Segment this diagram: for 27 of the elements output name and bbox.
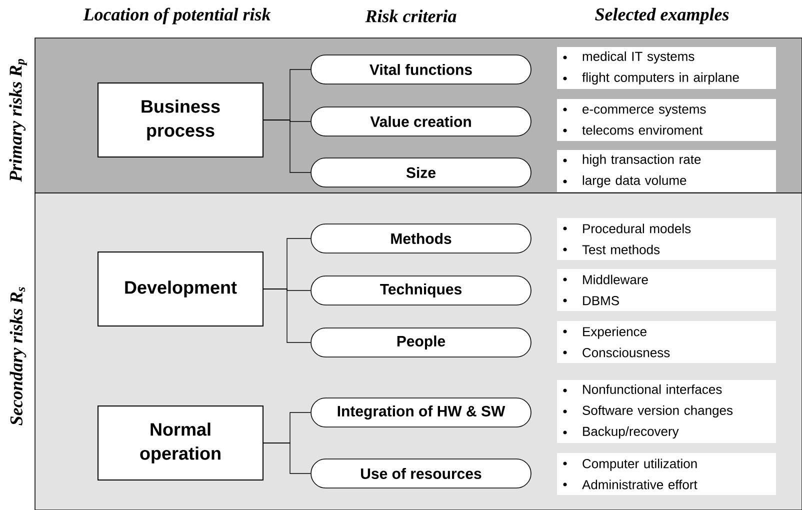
column-heading: Selected examples xyxy=(595,8,729,24)
example-list: Computer utilization Administrative effort xyxy=(557,453,776,495)
example-list: Nonfunctional interfaces Software version changes Backup/recovery xyxy=(557,380,776,443)
process-box: Development xyxy=(98,252,264,326)
criterion-pill: Techniques xyxy=(310,276,532,306)
column-heading: Risk criteria xyxy=(365,10,456,22)
row-heading: Primary risks R$_{p}$ xyxy=(9,58,27,182)
example-list: medical IT systems flight computers in airplane xyxy=(557,47,776,89)
criterion-pill: Use of resources xyxy=(310,458,532,488)
connector-line xyxy=(263,120,311,173)
criterion-pill: Methods xyxy=(310,224,532,254)
column-heading: Location of potential risk xyxy=(83,8,271,24)
connector-line xyxy=(263,442,311,474)
criterion-pill: Value creation xyxy=(310,106,532,136)
row-heading: Secondary risks R$_{s}$ xyxy=(10,287,26,426)
criterion-pill: People xyxy=(310,328,532,358)
criterion-pill: Vital functions xyxy=(310,54,532,84)
criterion-pill: Integration of HW & SW xyxy=(310,398,532,428)
criterion-pill: Size xyxy=(310,158,532,188)
connector-line xyxy=(263,288,311,343)
example-list: high transaction rate large data volume xyxy=(557,150,776,192)
example-list: e-commerce systems telecoms enviroment xyxy=(557,99,776,141)
example-list: Experience Consciousness xyxy=(557,321,776,363)
process-box: Business process xyxy=(98,82,264,158)
example-list: Middleware DBMS xyxy=(557,269,776,311)
example-list: Procedural models Test methods xyxy=(557,218,776,260)
process-box: Normal operation xyxy=(98,406,264,480)
